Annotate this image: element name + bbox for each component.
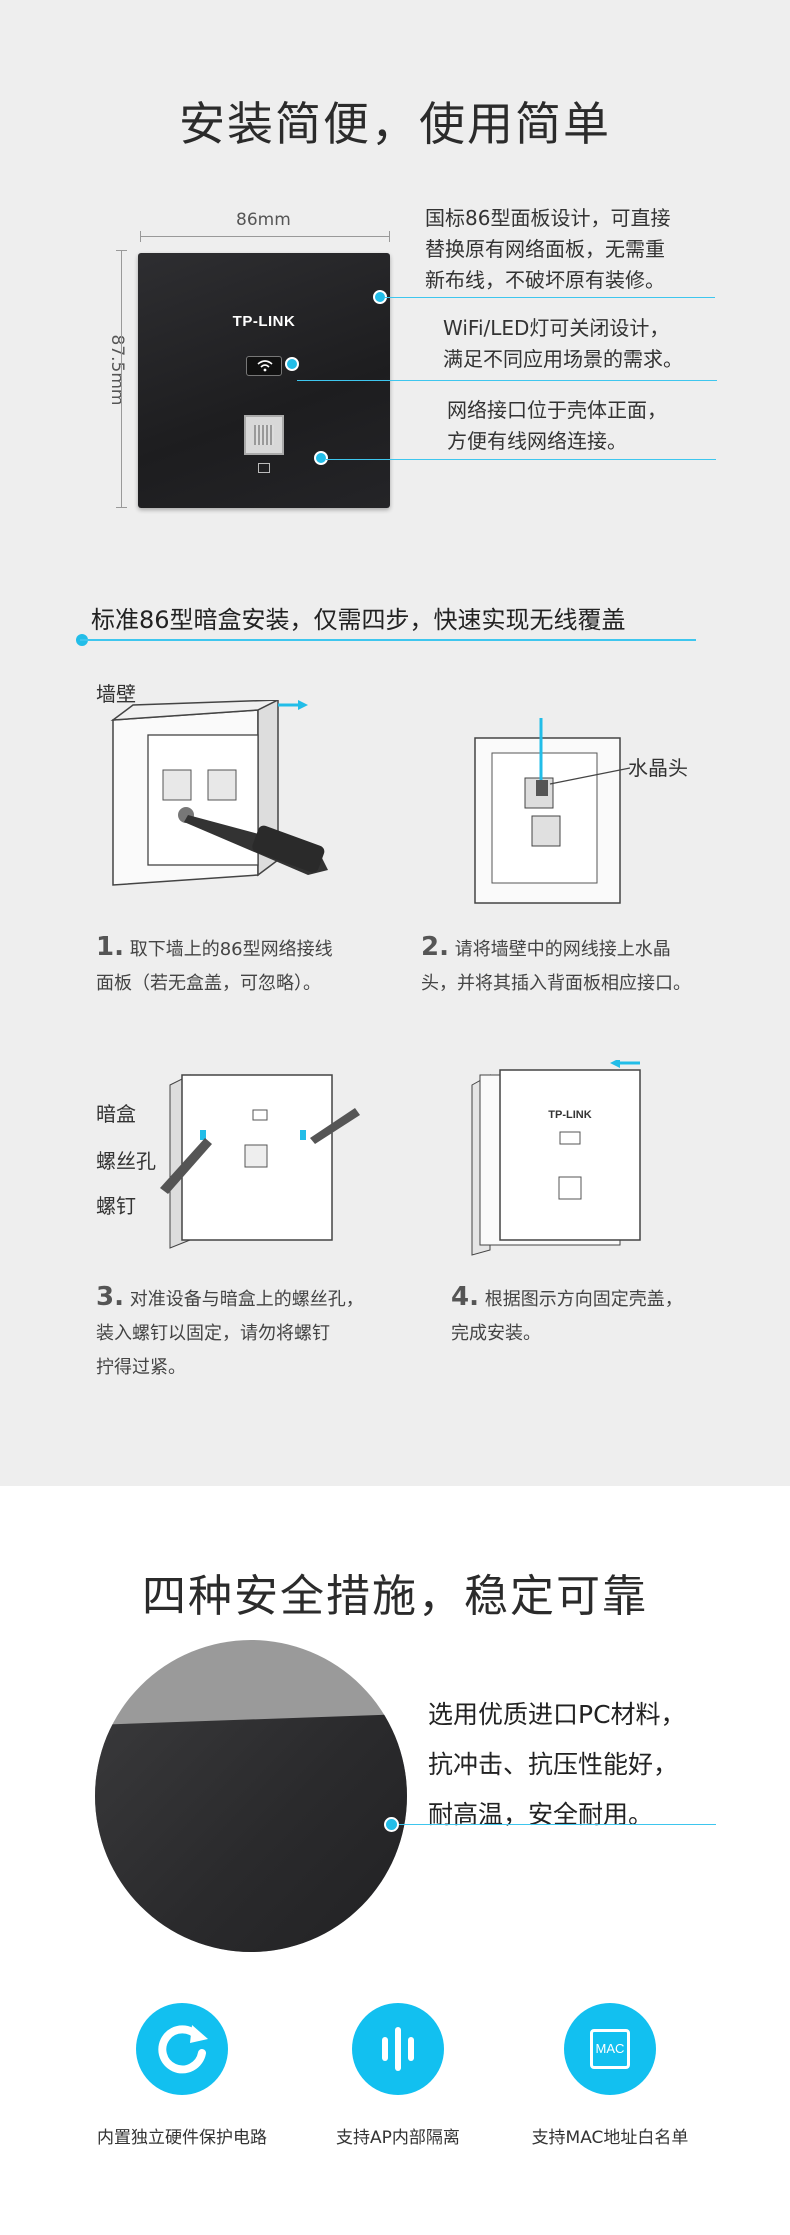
step1-text: 1. 取下墙上的86型网络接线 面板（若无盒盖，可忽略）。	[96, 932, 333, 994]
step1-illustration	[110, 700, 328, 886]
wall-label: 墙壁	[96, 682, 136, 706]
step3-illustration	[160, 1074, 360, 1249]
refresh-icon	[136, 2003, 228, 2095]
width-dimension-line	[140, 231, 390, 242]
box-label: 暗盒	[96, 1102, 136, 1126]
screwhole-label: 螺丝孔	[96, 1149, 156, 1173]
width-dimension-label: 86mm	[236, 210, 291, 230]
feature-label: 支持AP内部隔离	[336, 2128, 460, 2148]
mac-icon-text: MAC	[590, 2029, 630, 2069]
screw-label: 螺钉	[96, 1194, 136, 1218]
ethernet-port-icon	[244, 415, 284, 455]
feature-label: 支持MAC地址白名单	[531, 2128, 689, 2148]
step2-illustration	[474, 718, 630, 904]
network-port-label-icon	[258, 463, 270, 473]
feature-mac-whitelist: MAC 支持MAC地址白名单	[510, 2003, 710, 2148]
callout-line	[297, 380, 717, 381]
callout-dot	[285, 357, 299, 371]
material-closeup-image	[95, 1640, 407, 1952]
step3-text: 3. 对准设备与暗盒上的螺丝孔， 装入螺钉以固定，请勿将螺钉 拧得过紧。	[96, 1282, 364, 1378]
material-description: 选用优质进口PC材料， 抗冲击、抗压性能好， 耐高温，安全耐用。	[428, 1700, 686, 1829]
step-number: 2.	[421, 932, 449, 962]
install-heading: 标准86型暗盒安装，仅需四步，快速实现无线覆盖	[91, 606, 626, 634]
height-dimension-label: 87.5mm	[107, 334, 127, 406]
heading-underline	[80, 639, 696, 641]
step-number: 1.	[96, 932, 124, 962]
callout-dot	[314, 451, 328, 465]
material-callout-line	[398, 1824, 716, 1825]
callout-line	[326, 459, 716, 460]
feature-label: 内置独立硬件保护电路	[97, 2128, 267, 2148]
step-number: 3.	[96, 1282, 124, 1312]
step4-panel-logo: TP-LINK	[548, 1109, 591, 1121]
rj45-label: 水晶头	[628, 756, 688, 780]
material-callout-dot	[384, 1817, 399, 1832]
wifi-led-icon	[246, 356, 282, 376]
callout-line	[385, 297, 715, 298]
callout-port-position: 网络接口位于壳体正面， 方便有线网络连接。	[447, 398, 667, 453]
section-title: 安装简便，使用简单	[179, 97, 611, 151]
security-title: 四种安全措施，稳定可靠	[142, 1571, 648, 1622]
step4-illustration: TP-LINK	[471, 1060, 641, 1256]
step4-text: 4. 根据图示方向固定壳盖， 完成安装。	[451, 1282, 683, 1344]
callout-panel-design: 国标86型面板设计，可直接 替换原有网络面板，无需重 新布线，不破坏原有装修。	[425, 206, 671, 292]
step2-text: 2. 请将墙壁中的网线接上水晶 头，并将其插入背面板相应接口。	[421, 932, 691, 994]
callout-led-design: WiFi/LED灯可关闭设计， 满足不同应用场景的需求。	[443, 316, 683, 371]
feature-ap-isolation: 支持AP内部隔离	[298, 2003, 498, 2148]
isolation-bars-icon	[352, 2003, 444, 2095]
mac-icon: MAC	[564, 2003, 656, 2095]
step-number: 4.	[451, 1282, 479, 1312]
height-dimension-line	[116, 250, 127, 508]
feature-protection-circuit: 内置独立硬件保护电路	[82, 2003, 282, 2148]
panel-logo: TP-LINK	[232, 313, 296, 330]
